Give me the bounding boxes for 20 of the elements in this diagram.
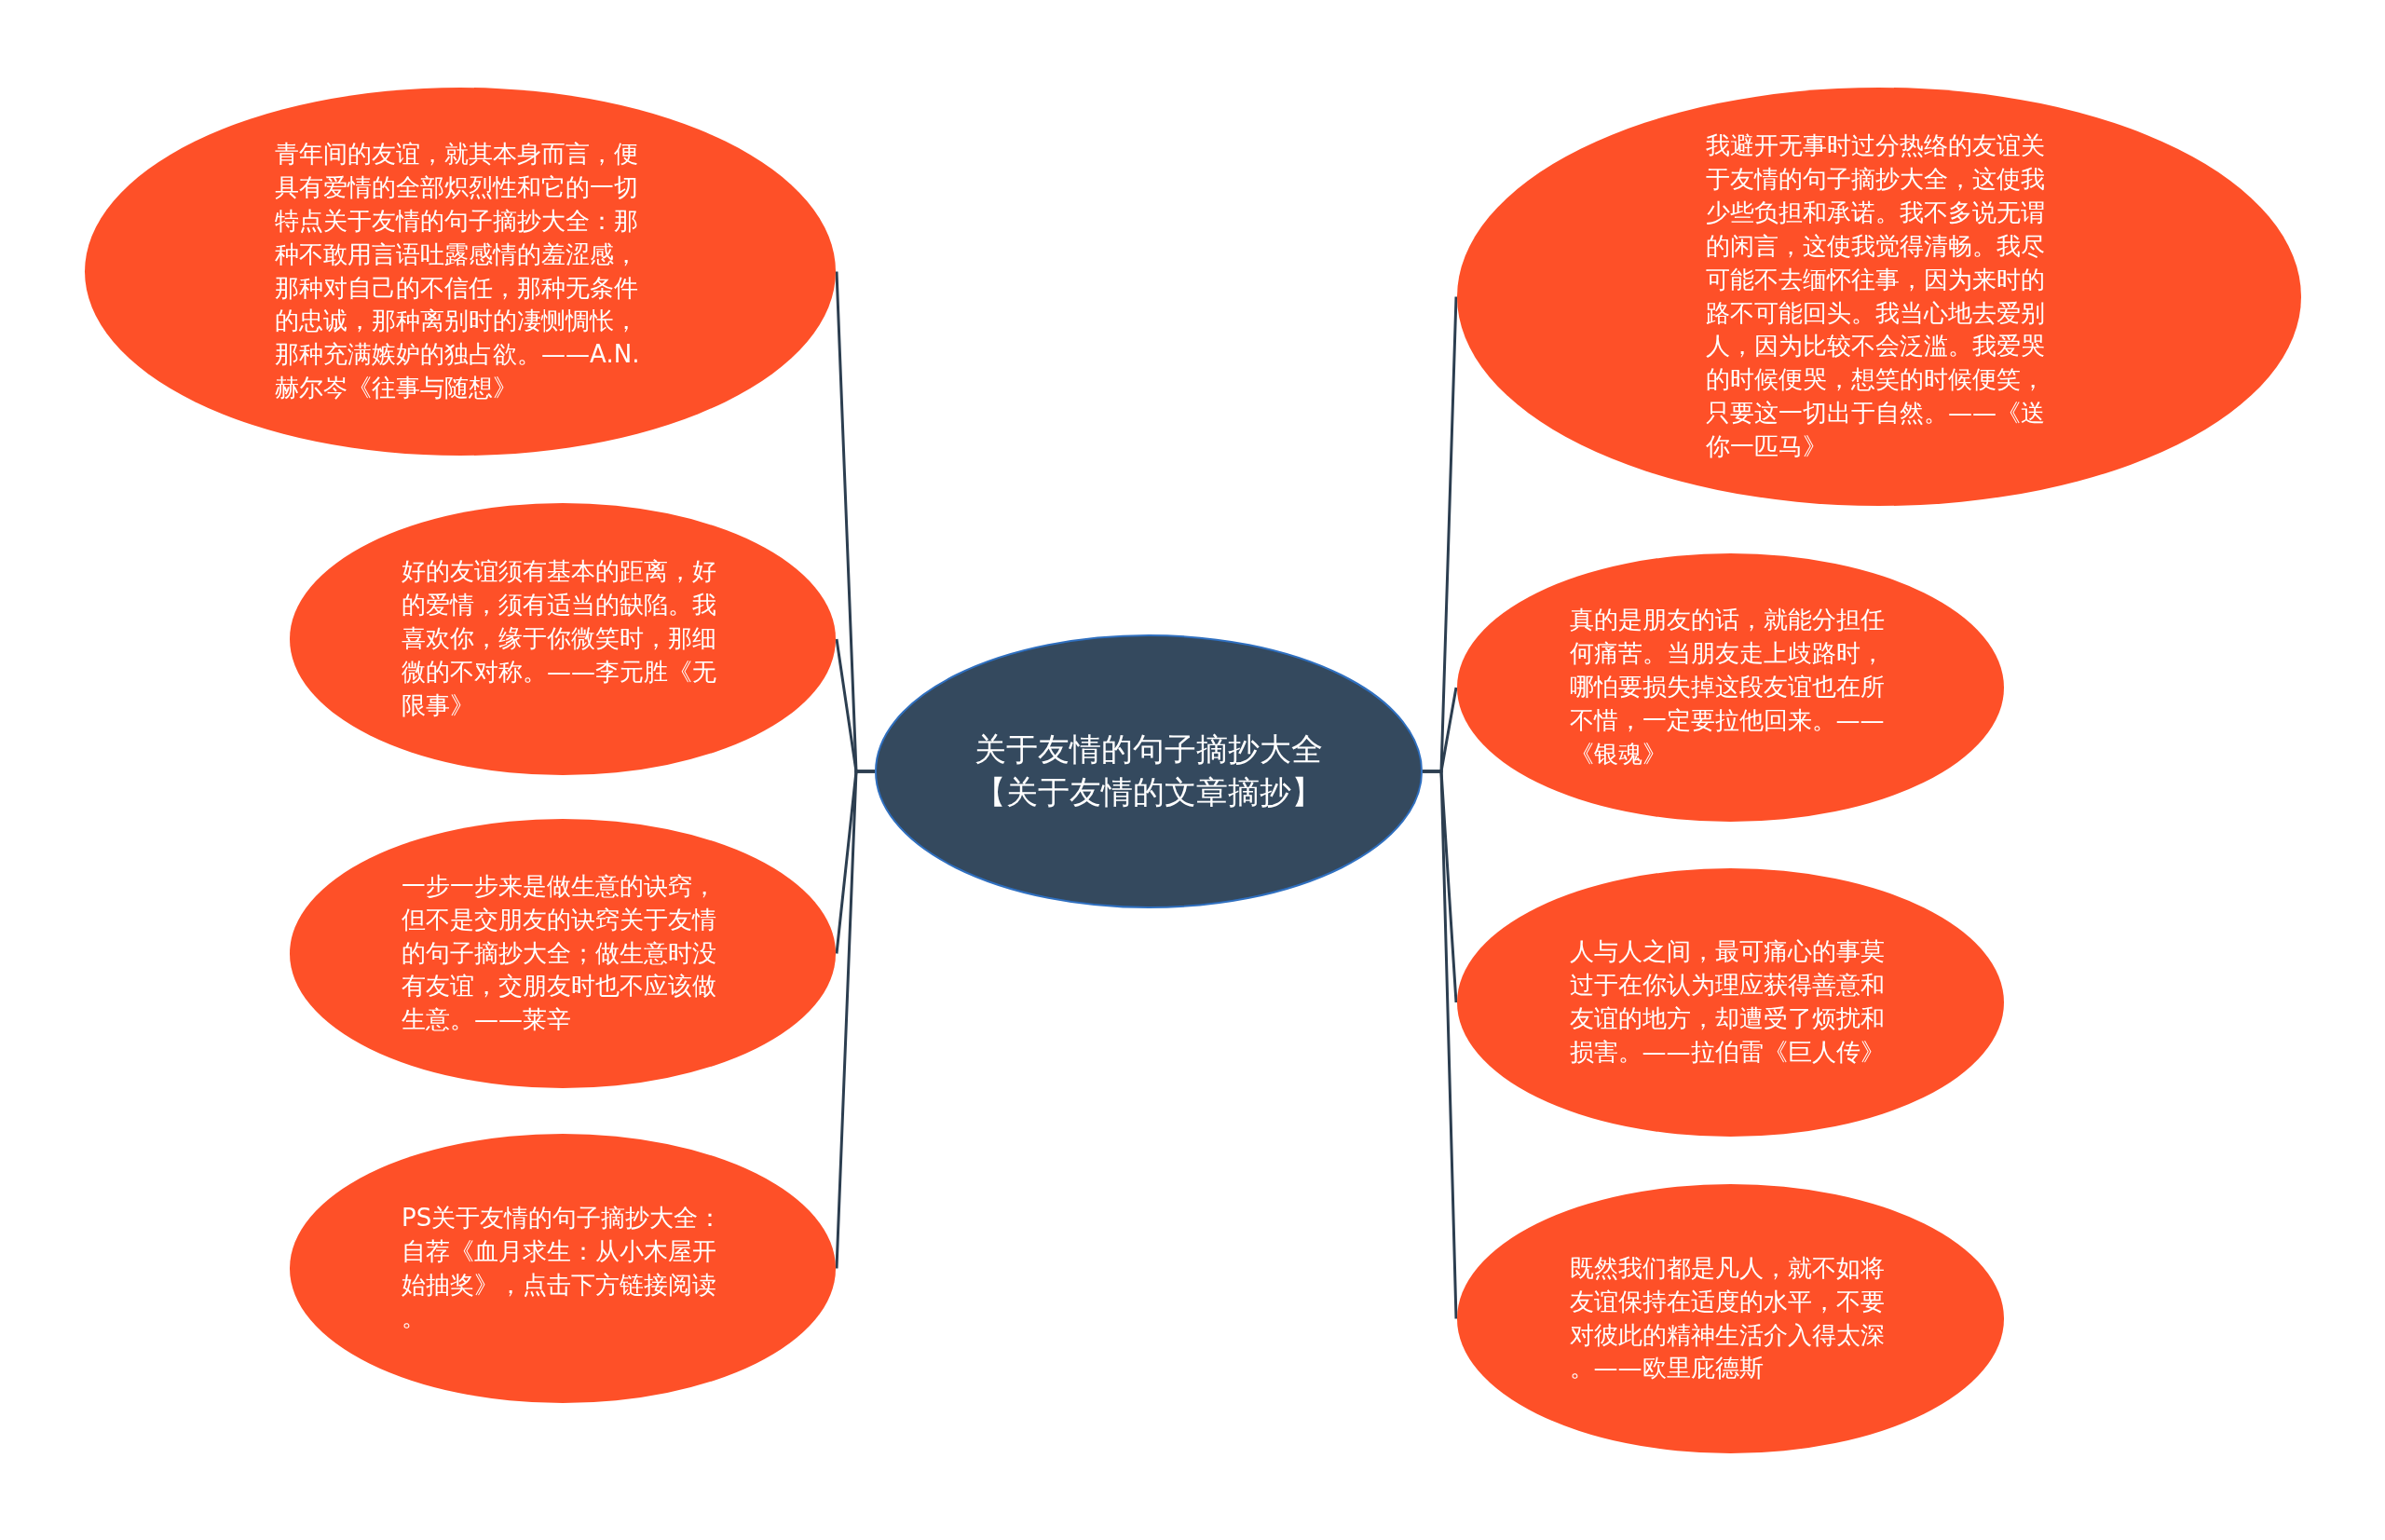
quote-ellipse [1456,87,2302,507]
quote-ellipse [1456,1183,2005,1454]
quote-text: 青年间的友谊，就其本身而言，便具有爱情的全部炽烈性和它的一切特点关于友情的句子摘抄大全：那种不敢用言语吐露感情的羞涩感，那种对自己的不信任，那种无条件的忠诚，那种离别时的凄恻惆怅，那种充满嫉妒的独占欲。——A.N.赫尔岑《往事与随想》 [275,139,641,404]
connector-line [1423,770,1458,1319]
topic-title: 关于友情的句子摘抄大全【关于友情的文章摘抄】 [974,729,1324,812]
quote-text: PS关于友情的句子摘抄大全：自荐《血月求生：从小木屋开始抽奖》，点击下方链接阅读。 [402,1202,724,1334]
quote-ellipse [84,87,837,457]
quote-text: 一步一步来是做生意的诀窍，但不是交朋友的诀窍关于友情的句子摘抄大全；做生意时没有友谊，交朋友时也不应该做生意。——莱辛 [402,870,718,1036]
central-topic-ellipse [875,634,1423,908]
quote-ellipse [289,1133,837,1404]
quote-text: 真的是朋友的话，就能分担任何痛苦。当朋友走上歧路时，哪怕要损失掉这段友谊也在所不惜，一定要拉他回来。——《银魂》 [1569,605,1886,770]
connector-line [835,770,875,1269]
quote-text: 人与人之间，最可痛心的事莫过于在你认为理应获得善意和友谊的地方，却遭受了烦扰和损害。——拉伯雷《巨人传》 [1569,936,1886,1068]
quote-ellipse [1456,867,2005,1138]
quote-ellipse [289,502,837,776]
quote-text: 既然我们都是凡人，就不如将友谊保持在适度的水平，不要对彼此的精神生活介入得太深。——欧里庇德斯 [1569,1252,1886,1384]
quote-ellipse [1456,552,2005,823]
quote-ellipse [289,818,837,1089]
quote-text: 好的友谊须有基本的距离，好的爱情，须有适当的缺陷。我喜欢你，缘于你微笑时，那细微的不对称。——李元胜《无限事》 [402,556,718,721]
quote-text: 我避开无事时过分热络的友谊关于友情的句子摘抄大全，这使我少些负担和承诺。我不多说无谓的闲言，这使我觉得清畅。我尽可能不去缅怀往事，因为来时的路不可能回头。我当心地去爱别人，因为比较不会泛滥。我爱哭的时候便哭，想笑的时候便笑，只要这一切出于自然。——《送你一匹马》 [1706,130,2047,462]
